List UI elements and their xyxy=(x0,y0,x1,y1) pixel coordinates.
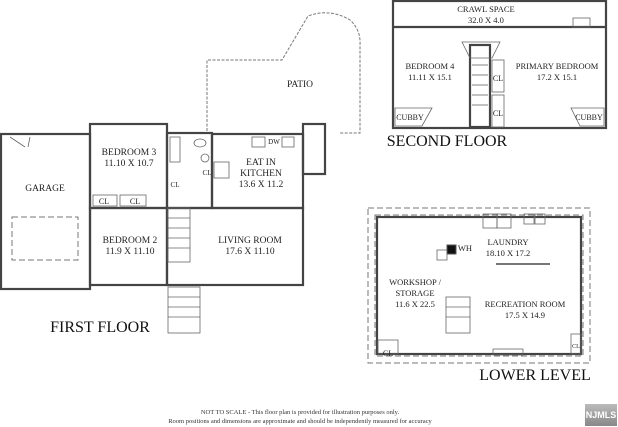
closet-label: CL xyxy=(572,344,580,350)
room-dims: 32.0 X 4.0 xyxy=(468,15,504,25)
dishwasher-label: DW xyxy=(268,138,280,146)
closet-label: CL xyxy=(129,197,141,206)
room-name: LAUNDRY xyxy=(487,237,529,247)
closet-label: CL xyxy=(382,349,394,358)
room-name: EAT IN KITCHEN xyxy=(240,158,282,179)
room-name: BEDROOM 4 xyxy=(405,61,455,71)
room-dims: 18.10 X 17.2 xyxy=(485,248,531,258)
second-floor-walls xyxy=(391,0,608,130)
lower-level-title: LOWER LEVEL xyxy=(479,367,591,384)
closet-label: CL xyxy=(492,109,504,118)
room-dims: 11.10 X 10.7 xyxy=(104,159,154,169)
room-dims: 17.6 X 11.10 xyxy=(225,247,275,257)
room-dims: 11.6 X 22.5 xyxy=(395,299,435,309)
disclaimer: NOT TO SCALE - This floor plan is provid… xyxy=(168,409,432,426)
closet-label: CL xyxy=(170,181,180,189)
lower-level-walls xyxy=(367,207,591,364)
room-name: BEDROOM 3 xyxy=(101,148,157,158)
first-floor-walls xyxy=(0,122,327,334)
room-name: CRAWL SPACE xyxy=(457,4,515,14)
cubby-label: CUBBY xyxy=(575,113,603,122)
room-name: BEDROOM 2 xyxy=(102,236,158,246)
room-dims: 13.6 X 11.2 xyxy=(238,180,284,190)
room-dims: 17.5 X 14.9 xyxy=(504,310,546,320)
room-dims: 11.9 X 11.10 xyxy=(105,247,155,257)
room-name: PRIMARY BEDROOM xyxy=(515,61,599,71)
room-name: WORKSHOP / STORAGE xyxy=(389,277,441,298)
closet-label: CL xyxy=(98,197,110,206)
cubby-label: CUBBY xyxy=(396,113,424,122)
patio-outline xyxy=(206,12,361,134)
water-heater-label: WH xyxy=(457,243,473,253)
room-name: LIVING ROOM xyxy=(218,236,282,246)
room-dims: 11.11 X 15.1 xyxy=(408,72,452,82)
njmls-logo: NJMLS xyxy=(585,404,617,426)
room-patio: PATIO xyxy=(286,80,314,90)
first-floor-title: FIRST FLOOR xyxy=(50,319,150,336)
room-garage: GARAGE xyxy=(25,184,65,194)
second-floor-title: SECOND FLOOR xyxy=(386,133,508,150)
closet-label: CL xyxy=(492,74,504,83)
closet-label: CL xyxy=(202,169,212,177)
room-name: RECREATION ROOM xyxy=(484,299,566,309)
disclaimer-line: NOT TO SCALE - This floor plan is provid… xyxy=(200,409,400,416)
disclaimer-line: Room positions and dimensions are approx… xyxy=(168,417,432,425)
room-dims: 17.2 X 15.1 xyxy=(536,72,578,82)
